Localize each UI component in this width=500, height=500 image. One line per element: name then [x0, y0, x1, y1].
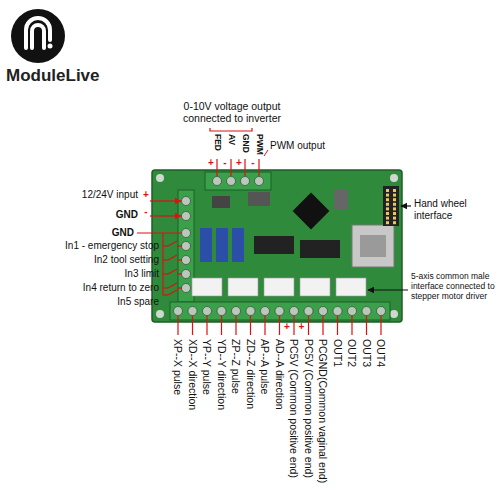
pin-label: PC5V (Common positive end) — [288, 339, 300, 478]
stepper-connectors — [192, 278, 366, 296]
stepper-arrow — [368, 289, 408, 290]
power-wires — [150, 201, 181, 216]
mount-holes — [156, 174, 398, 318]
input-label: In4 return to zero — [83, 282, 159, 294]
handwheel-arrow — [401, 205, 411, 206]
callout-text: 0-10V voltage output connected to invert… — [173, 100, 291, 124]
pin-label: OUT3 — [360, 339, 372, 367]
polarity-sign: - — [223, 157, 226, 169]
pin-label: AP--A pulse — [259, 339, 271, 394]
pin-label: XP--X pulse — [172, 339, 184, 395]
pin-label: ZP--Z pulse — [230, 339, 242, 394]
left-terminal-block — [178, 190, 194, 302]
pin-name: GND — [240, 134, 250, 153]
input-label: In1 - emergency stop — [65, 240, 159, 252]
polarity-sign: - — [144, 206, 147, 218]
callout-text: PWM output — [270, 140, 325, 152]
pin-name: GND — [112, 227, 134, 239]
input-label: In2 tool setting — [94, 254, 159, 266]
power-label: 12/24V input — [82, 189, 138, 201]
pin-label: PC5V (Common positive end) — [302, 339, 314, 478]
pin-label: OUT1 — [331, 339, 343, 367]
polarity-sign: + — [299, 321, 305, 333]
callout-text: Hand wheel interface — [414, 198, 488, 221]
pin-label: OUT2 — [346, 339, 358, 367]
pin-label: OUT4 — [375, 339, 387, 367]
input-label: In5 spare — [117, 296, 159, 308]
board-parts — [200, 186, 399, 267]
top-screws — [213, 177, 264, 186]
pwm-leader — [264, 150, 268, 156]
brand-logo-text: ModuleLive — [6, 66, 100, 86]
polarity-sign: + — [236, 157, 242, 169]
pin-name: PWM — [254, 134, 264, 155]
pin-label: YD--Y direction — [215, 339, 227, 410]
header-pins — [386, 189, 396, 224]
logo-icon — [11, 9, 65, 63]
bottom-screws — [174, 307, 386, 316]
pcb-board — [152, 170, 402, 322]
pin-label: AD--A direction — [273, 339, 285, 410]
callout-text: 5-axis common male interface connected t… — [411, 272, 495, 301]
pin-label: XD--X direction — [186, 339, 198, 410]
pin-label: ZD--Z direction — [244, 339, 256, 409]
pin-label: YP--Y pulse — [201, 339, 213, 395]
voltage-bracket — [210, 128, 252, 131]
pin-label: PCGND(Common vaginal end) — [317, 339, 329, 483]
input-label: In3 limit — [125, 268, 159, 280]
polarity-sign: + — [143, 189, 149, 201]
polarity-sign: + — [208, 157, 214, 169]
pin-name: GND — [116, 209, 138, 221]
left-screws — [182, 197, 191, 293]
polarity-sign: - — [251, 157, 254, 169]
bottom-wires — [178, 316, 381, 335]
pin-name: FED — [212, 134, 222, 151]
top-terminal-block — [205, 172, 271, 190]
polarity-sign: + — [284, 321, 290, 333]
pin-name: AV — [226, 134, 236, 145]
